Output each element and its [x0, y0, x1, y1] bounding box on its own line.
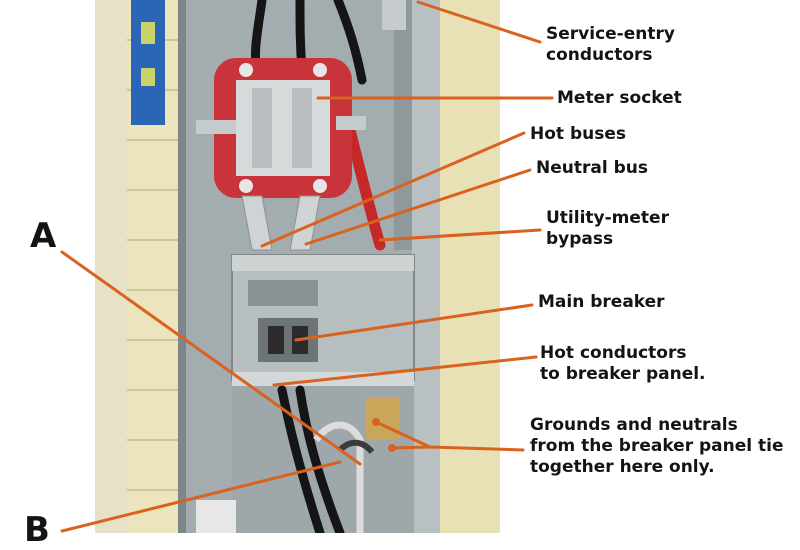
leader-grounds-1: [374, 420, 432, 449]
leader-main-breaker: [294, 303, 534, 342]
letter-b: B: [24, 510, 50, 550]
letter-a: A: [30, 216, 57, 256]
breaker-compartment: [231, 254, 415, 386]
bypass-wire: [344, 124, 386, 251]
leader-grounds-2: [390, 445, 432, 450]
label-neutral-bus: Neutral bus: [536, 158, 648, 178]
electrical-panel-diagram: [60, 0, 554, 533]
level-tool: [131, 0, 165, 125]
label-hot-conductors: Hot conductors to breaker panel.: [540, 343, 706, 384]
leader-service-entry: [416, 0, 542, 44]
leader-hot-conductors: [272, 355, 538, 387]
meter-socket: [196, 58, 366, 198]
label-service-entry-conductors: Service-entry conductors: [546, 24, 675, 65]
label-utility-meter-bypass: Utility-meter bypass: [546, 208, 669, 249]
leader-grounds-dot-2: [388, 444, 396, 452]
leader-a: [60, 250, 362, 466]
label-main-breaker: Main breaker: [538, 292, 665, 312]
label-hot-buses: Hot buses: [530, 124, 626, 144]
leader-hot-buses: [260, 131, 526, 248]
leader-grounds-dot: [372, 418, 380, 426]
leader-b: [60, 460, 342, 533]
leader-bypass: [378, 228, 542, 242]
hot-bus-straps: [241, 195, 321, 251]
leader-lines: [60, 0, 554, 533]
leader-neutral-bus: [304, 168, 532, 246]
lower-compartment: [196, 385, 414, 533]
label-grounds-and-neutrals: Grounds and neutrals from the breaker pa…: [530, 415, 784, 477]
leader-grounds-3: [428, 445, 525, 452]
label-meter-socket: Meter socket: [557, 88, 682, 108]
